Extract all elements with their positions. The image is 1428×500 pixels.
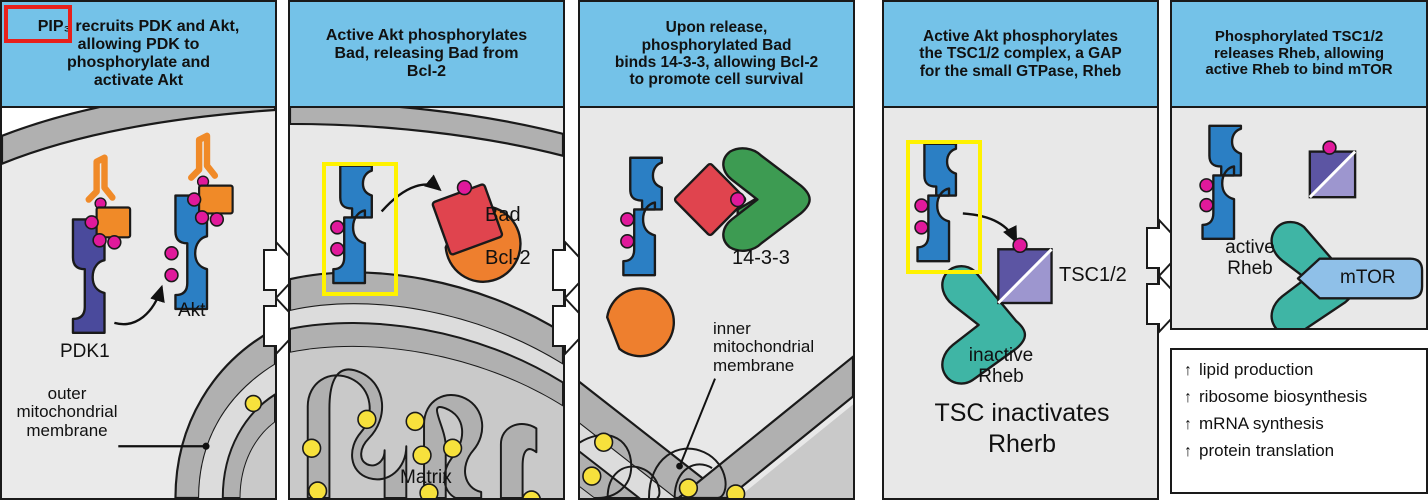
outer-membrane-line-1: outer (47, 384, 87, 403)
panel-2-graphic (290, 108, 563, 498)
inner-membrane-line-3: membrane (713, 355, 795, 375)
tsc-caption-line-2: Rherb (987, 429, 1057, 458)
panel-1-header-line-2: allowing PDK to (77, 36, 200, 54)
panel-5: Phosphorylated TSC1/2 releases Rheb, all… (1170, 0, 1428, 500)
panel-4-header: Active Akt phosphorylates the TSC1/2 com… (882, 0, 1159, 108)
panel-1: PIP₃ recruits PDK and Akt, allowing PDK … (0, 0, 277, 500)
tsc-caption-line-1: TSC inactivates (934, 399, 1110, 427)
bad-label: Bad (485, 204, 521, 226)
mtor-label: mTOR (1340, 267, 1396, 288)
panel-2-header-line-2: Bad, releasing Bad from (334, 45, 519, 63)
panel-4-graphic (884, 108, 1157, 498)
outcome-text-3: mRNA synthesis (1199, 414, 1324, 433)
panel-3-header: Upon release, phosphorylated Bad binds 1… (578, 0, 855, 108)
panel-1-body: PDK1 Akt outer mitochondrial membrane (0, 108, 277, 500)
inner-membrane-line-2: mitochondrial (713, 337, 815, 357)
akt-label: Akt (178, 300, 206, 321)
up-arrow-icon-1: ↑ (1184, 362, 1192, 379)
outcome-row-2: ↑ ribosome biosynthesis (1184, 387, 1414, 407)
panel-5-graphic (1172, 108, 1426, 328)
outcome-row-4: ↑ protein translation (1184, 441, 1414, 461)
panel-5-body: active Rheb mTOR (1170, 108, 1428, 330)
active-rheb-line-2: Rheb (1227, 257, 1273, 279)
outer-membrane-line-2: mitochondrial (16, 402, 118, 422)
inner-membrane-line-1: inner (713, 319, 751, 338)
outer-membrane-label: outer mitochondrial membrane (12, 384, 122, 440)
panel-5-header-line-3: active Rheb to bind mTOR (1205, 61, 1393, 79)
matrix-label: Matrix (400, 467, 452, 488)
tsc12-label: TSC1/2 (1059, 264, 1127, 286)
panel-3: Upon release, phosphorylated Bad binds 1… (578, 0, 855, 500)
fourteen-three-three-label: 14-3-3 (732, 247, 790, 269)
up-arrow-icon-2: ↑ (1184, 389, 1192, 406)
panel-4-header-line-1: Active Akt phosphorylates (923, 27, 1118, 45)
outcome-text-2: ribosome biosynthesis (1199, 387, 1368, 406)
panel-4-header-line-3: for the small GTPase, Rheb (919, 62, 1122, 80)
outcomes-box: ↑ lipid production ↑ ribosome biosynthes… (1170, 348, 1428, 494)
panel-3-header-line-3: binds 14-3-3, allowing Bcl-2 (614, 54, 819, 71)
panel-3-header-line-4: to promote cell survival (629, 71, 804, 89)
panel-4-header-line-2: the TSC1/2 complex, a GAP (919, 45, 1122, 63)
panel-2-header-line-1: Active Akt phosphorylates (325, 27, 528, 45)
active-rheb-line-1: active (1225, 237, 1275, 258)
panel-5-header: Phosphorylated TSC1/2 releases Rheb, all… (1170, 0, 1428, 108)
outcome-row-1: ↑ lipid production (1184, 360, 1414, 380)
panel-1-header: PIP₃ recruits PDK and Akt, allowing PDK … (0, 0, 277, 108)
inactive-rheb-line-2: Rheb (978, 365, 1024, 387)
pdk1-label: PDK1 (60, 341, 110, 362)
active-rheb-label: active Rheb (1210, 237, 1290, 279)
outcome-text-1: lipid production (1199, 360, 1314, 379)
panel-1-header-line-4: activate Akt (93, 71, 184, 89)
outcome-row-3: ↑ mRNA synthesis (1184, 414, 1414, 434)
panel-3-body: 14-3-3 inner mitochondrial membrane (578, 108, 855, 500)
panel-1-graphic (2, 108, 275, 498)
inactive-rheb-label: inactive Rheb (956, 345, 1046, 387)
inner-membrane-label: inner mitochondrial membrane (713, 319, 843, 375)
panel-5-header-line-2: releases Rheb, allowing (1213, 44, 1385, 62)
panel-1-header-line-3: phosphorylate and (66, 54, 211, 71)
bcl2-label: Bcl-2 (485, 247, 531, 269)
up-arrow-icon-3: ↑ (1184, 416, 1192, 433)
panel-3-header-line-1: Upon release, (665, 19, 768, 37)
panel-1-header-line-1: PIP₃ recruits PDK and Akt, (37, 18, 240, 36)
panel-3-header-line-2: phosphorylated Bad (641, 36, 792, 54)
panel-3-graphic (580, 108, 853, 498)
panel-2-header-line-3: Bcl-2 (406, 62, 447, 80)
panel-2-body: Bad Bcl-2 Matrix (288, 108, 565, 500)
panel-2: Active Akt phosphorylates Bad, releasing… (288, 0, 565, 500)
panel-4-body: TSC1/2 inactive Rheb TSC inactivates Rhe… (882, 108, 1159, 500)
up-arrow-icon-4: ↑ (1184, 443, 1192, 460)
panel-5-header-line-1: Phosphorylated TSC1/2 (1214, 27, 1384, 45)
inactive-rheb-line-1: inactive (968, 345, 1034, 366)
panel-2-header: Active Akt phosphorylates Bad, releasing… (288, 0, 565, 108)
outcome-text-4: protein translation (1199, 441, 1335, 460)
panel-4: Active Akt phosphorylates the TSC1/2 com… (882, 0, 1159, 500)
tsc-inactivates-caption: TSC inactivates Rherb (902, 398, 1142, 459)
outer-membrane-line-3: membrane (26, 420, 108, 440)
